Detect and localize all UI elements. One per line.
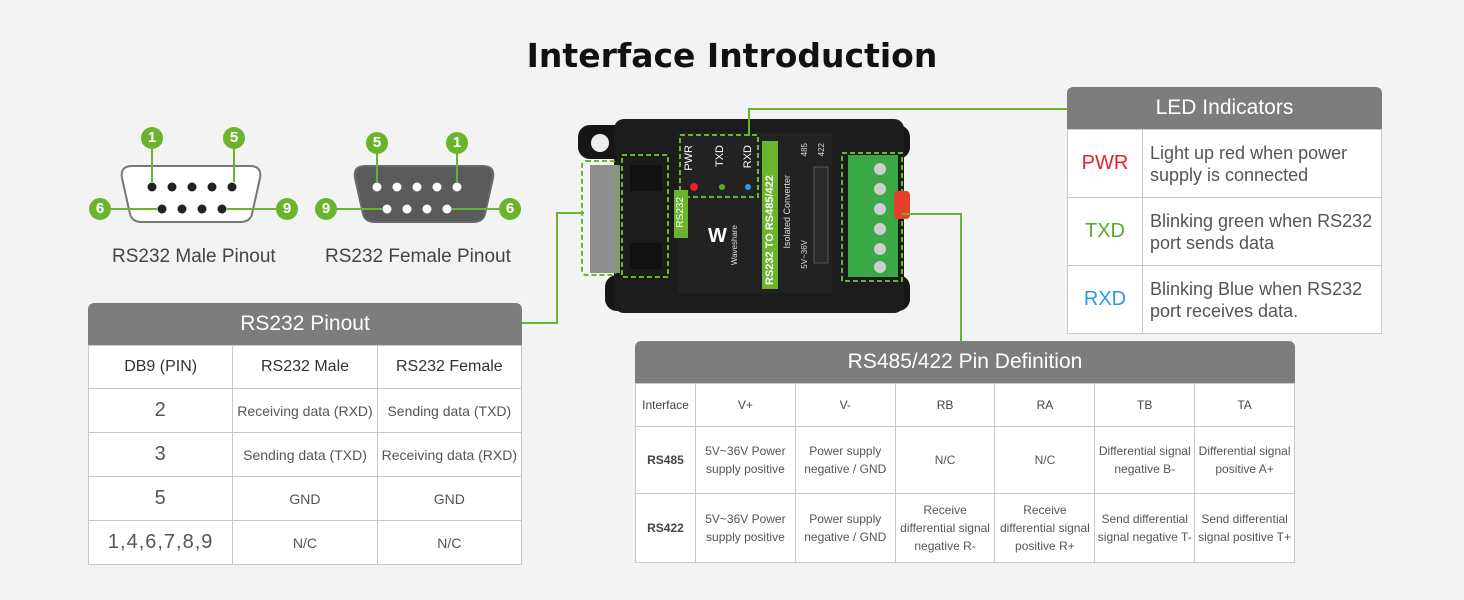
table-cell: RS422 [635, 493, 696, 563]
waveshare-logo-icon: W [708, 225, 727, 247]
table-row: PWR Light up red when power supply is co… [1067, 129, 1382, 198]
male-pin-9-marker: 9 [276, 198, 298, 220]
table-header: RS485/422 Pin Definition [635, 341, 1295, 383]
table-row: RXD Blinking Blue when RS232 port receiv… [1067, 265, 1382, 334]
connector-line [960, 213, 962, 341]
connector-line [522, 322, 558, 324]
column-header: DB9 (PIN) [87, 345, 234, 389]
table-cell: Differential signal positive A+ [1194, 426, 1295, 494]
pinout-grid: DB9 (PIN) RS232 Male RS232 Female 2 Rece… [87, 345, 523, 565]
table-header: RS232 Pinout [88, 303, 522, 345]
rs232-pinout-table: RS232 Pinout DB9 (PIN) RS232 Male RS232 … [87, 303, 523, 565]
connector-line [556, 212, 558, 324]
table-cell: 2 [87, 388, 234, 433]
table-cell: N/C [232, 520, 378, 565]
rs485-422-pin-definition-table: RS485/422 Pin Definition Interface V+ V-… [635, 341, 1295, 563]
table-cell: N/C [376, 520, 523, 565]
table-cell: 1,4,6,7,8,9 [87, 520, 234, 565]
column-header: RA [994, 383, 1096, 427]
table-cell: Power supply negative / GND [794, 493, 896, 563]
led-desc-cell: Blinking Blue when RS232 port receives d… [1142, 265, 1382, 334]
table-cell: Power supply negative / GND [794, 426, 896, 494]
table-cell: 5V~36V Power supply positive [695, 493, 796, 563]
table-cell: Receiving data (RXD) [376, 432, 523, 477]
column-header: RS232 Male [232, 345, 378, 389]
male-pin-5-marker: 5 [223, 127, 245, 149]
table-cell: GND [376, 476, 523, 521]
table-cell: Sending data (TXD) [232, 432, 378, 477]
led-label-pwr: PWR [683, 145, 695, 171]
male-connector-diagram: 1 5 6 9 [89, 125, 300, 225]
led-indicators-table: LED Indicators PWR Light up red when pow… [1067, 87, 1382, 334]
female-pin-9-marker: 9 [315, 198, 337, 220]
table-cell: N/C [994, 426, 1096, 494]
table-cell: N/C [894, 426, 996, 494]
table-row: RS422 5V~36V Power supply positive Power… [635, 493, 1295, 563]
table-cell: Receive differential signal positive R+ [994, 493, 1096, 563]
female-connector-diagram: 5 1 9 6 [315, 125, 525, 225]
table-cell: RS485 [635, 426, 696, 494]
table-row: 1,4,6,7,8,9 N/C N/C [87, 520, 523, 565]
db9-female-shell [337, 149, 499, 223]
male-pinout-caption: RS232 Male Pinout [112, 246, 276, 267]
male-pin-1-marker: 1 [141, 127, 163, 149]
connector-line [556, 212, 584, 214]
table-row: TXD Blinking green when RS232 port sends… [1067, 197, 1382, 266]
table-cell: Send differential signal negative T- [1094, 493, 1196, 563]
table-row: 2 Receiving data (RXD) Sending data (TXD… [87, 388, 523, 433]
table-cell: Send differential signal positive T+ [1194, 493, 1295, 563]
device-port-485-label: 485 [800, 143, 809, 157]
connector-line [902, 213, 962, 215]
female-pin-6-marker: 6 [499, 198, 521, 220]
table-cell: GND [232, 476, 378, 521]
table-header: LED Indicators [1067, 87, 1382, 129]
led-desc-cell: Light up red when power supply is connec… [1142, 129, 1382, 198]
table-cell: Sending data (TXD) [376, 388, 523, 433]
column-header: RB [894, 383, 996, 427]
table-cell: 3 [87, 432, 234, 477]
table-cell: Receiving data (RXD) [232, 388, 378, 433]
female-pinout-caption: RS232 Female Pinout [325, 246, 511, 267]
device-subtitle-label: Isolated Converter [782, 175, 792, 249]
column-header: RS232 Female [376, 345, 523, 389]
column-header: Interface [635, 383, 696, 427]
led-label-txd: TXD [714, 145, 726, 167]
column-header: TA [1194, 383, 1295, 427]
table-cell: Differential signal negative B- [1094, 426, 1196, 494]
connector-line [748, 108, 750, 136]
device-body [578, 119, 910, 313]
column-header: V- [794, 383, 896, 427]
converter-device: PWR TXD RXD RS232 RS232 TO RS485/422 Iso… [570, 115, 930, 315]
column-header: V+ [695, 383, 796, 427]
table-cell: 5V~36V Power supply positive [695, 426, 796, 494]
led-label-pwr-cell: PWR [1067, 129, 1143, 198]
device-port-422-label: 422 [817, 143, 826, 157]
female-pin-5-marker: 5 [366, 132, 388, 154]
device-side-label: RS232 [675, 197, 686, 228]
device-model-label: RS232 TO RS485/422 [764, 175, 776, 285]
led-grid: PWR Light up red when power supply is co… [1067, 129, 1382, 334]
table-row: 3 Sending data (TXD) Receiving data (RXD… [87, 432, 523, 477]
page-title: Interface Introduction [526, 36, 938, 75]
device-voltage-label: 5V~36V [800, 240, 809, 269]
table-cell: Receive differential signal negative R- [894, 493, 996, 563]
connector-line [748, 108, 1067, 110]
female-pin-1-marker: 1 [446, 132, 468, 154]
device-brand-label: Waveshare [730, 225, 739, 266]
led-label-txd-cell: TXD [1067, 197, 1143, 266]
pindef-grid: Interface V+ V- RB RA TB TA RS485 5V~36V… [635, 383, 1295, 563]
db9-male-shell [110, 149, 276, 223]
table-row: 5 GND GND [87, 476, 523, 521]
led-label-rxd: RXD [742, 145, 754, 169]
table-row: RS485 5V~36V Power supply positive Power… [635, 426, 1295, 494]
led-label-rxd-cell: RXD [1067, 265, 1143, 334]
column-header: TB [1094, 383, 1196, 427]
led-desc-cell: Blinking green when RS232 port sends dat… [1142, 197, 1382, 266]
male-pin-6-marker: 6 [89, 198, 111, 220]
table-cell: 5 [87, 476, 234, 521]
